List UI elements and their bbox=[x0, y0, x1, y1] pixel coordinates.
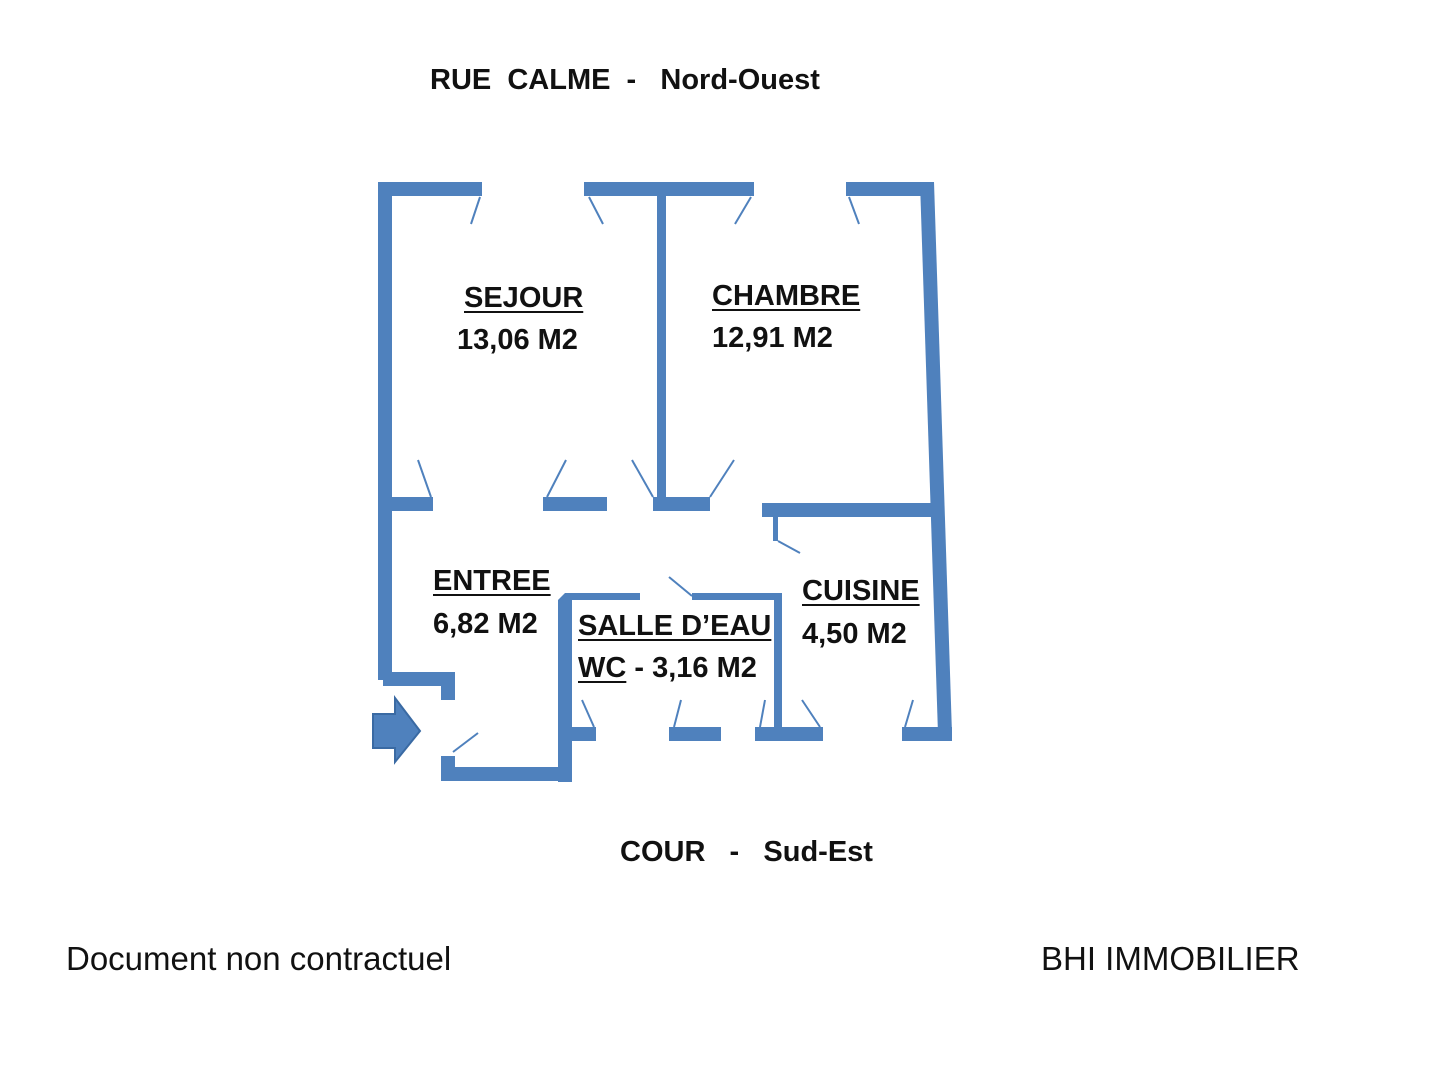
room-entree-area: 6,82 M2 bbox=[433, 608, 538, 640]
wall-salle-right bbox=[774, 593, 782, 733]
door-mark bbox=[668, 576, 693, 597]
wall-salle-top-left bbox=[568, 593, 640, 600]
walls bbox=[378, 182, 952, 782]
wall-mid-left bbox=[392, 497, 433, 511]
wall-salle-left bbox=[558, 593, 572, 782]
door-mark bbox=[631, 459, 654, 498]
wall-mid-cuisine bbox=[762, 503, 934, 517]
wall-top-middle bbox=[584, 182, 754, 196]
window-mark bbox=[581, 699, 595, 728]
room-chambre-area: 12,91 M2 bbox=[712, 322, 833, 354]
wall-right bbox=[920, 182, 952, 734]
door-mark bbox=[777, 540, 801, 554]
window-mark bbox=[470, 196, 481, 225]
wall-bottom-salle-3 bbox=[755, 727, 823, 741]
orientation-north: RUE CALME - Nord-Ouest bbox=[430, 64, 820, 96]
room-sejour-area: 13,06 M2 bbox=[457, 324, 578, 356]
room-salle-eau-line2: WC - 3,16 M2 bbox=[578, 652, 757, 685]
room-sejour-name: SEJOUR bbox=[464, 282, 584, 314]
room-wc-name: WC bbox=[578, 652, 627, 684]
wall-bottom-entree bbox=[441, 767, 572, 781]
orientation-south: COUR - Sud-Est bbox=[620, 836, 873, 868]
room-cuisine-area: 4,50 M2 bbox=[802, 618, 907, 650]
wall-top-left bbox=[378, 182, 482, 196]
wall-salle-top-right bbox=[692, 593, 780, 600]
room-cuisine-name: CUISINE bbox=[802, 575, 920, 607]
wall-bottom-salle-1 bbox=[572, 727, 596, 741]
door-mark bbox=[417, 459, 432, 498]
door-mark bbox=[546, 459, 567, 498]
wall-bottom-entree-stub bbox=[441, 756, 455, 781]
entrance-arrow-icon bbox=[372, 695, 422, 765]
wall-mid-chambre bbox=[653, 497, 710, 511]
window-mark bbox=[848, 196, 860, 225]
door-mark bbox=[709, 459, 735, 498]
window-mark bbox=[904, 699, 914, 728]
openings bbox=[417, 196, 914, 753]
wall-left-upper bbox=[378, 182, 392, 680]
wall-partition-sejour-chambre bbox=[657, 196, 666, 502]
door-mark bbox=[452, 732, 479, 753]
room-chambre-name: CHAMBRE bbox=[712, 280, 861, 312]
wall-bottom-salle-2 bbox=[669, 727, 721, 741]
room-salle-eau-name: SALLE D’EAU bbox=[578, 610, 772, 642]
agency-name: BHI IMMOBILIER bbox=[1041, 940, 1300, 977]
disclaimer-text: Document non contractuel bbox=[66, 940, 452, 977]
wall-top-right bbox=[846, 182, 934, 196]
window-mark bbox=[759, 699, 766, 728]
window-mark bbox=[801, 699, 821, 728]
window-mark bbox=[734, 196, 752, 225]
window-mark bbox=[588, 196, 604, 225]
wall-left-jog-down bbox=[441, 672, 455, 700]
wall-mid-center bbox=[543, 497, 607, 511]
wall-cuisine-stub bbox=[773, 503, 778, 541]
wall-left-jog bbox=[383, 672, 453, 686]
room-salle-eau-area: - 3,16 M2 bbox=[626, 652, 757, 684]
room-entree-name: ENTREE bbox=[433, 565, 551, 597]
wall-bottom-cuisine bbox=[902, 727, 952, 741]
window-mark bbox=[673, 699, 682, 728]
